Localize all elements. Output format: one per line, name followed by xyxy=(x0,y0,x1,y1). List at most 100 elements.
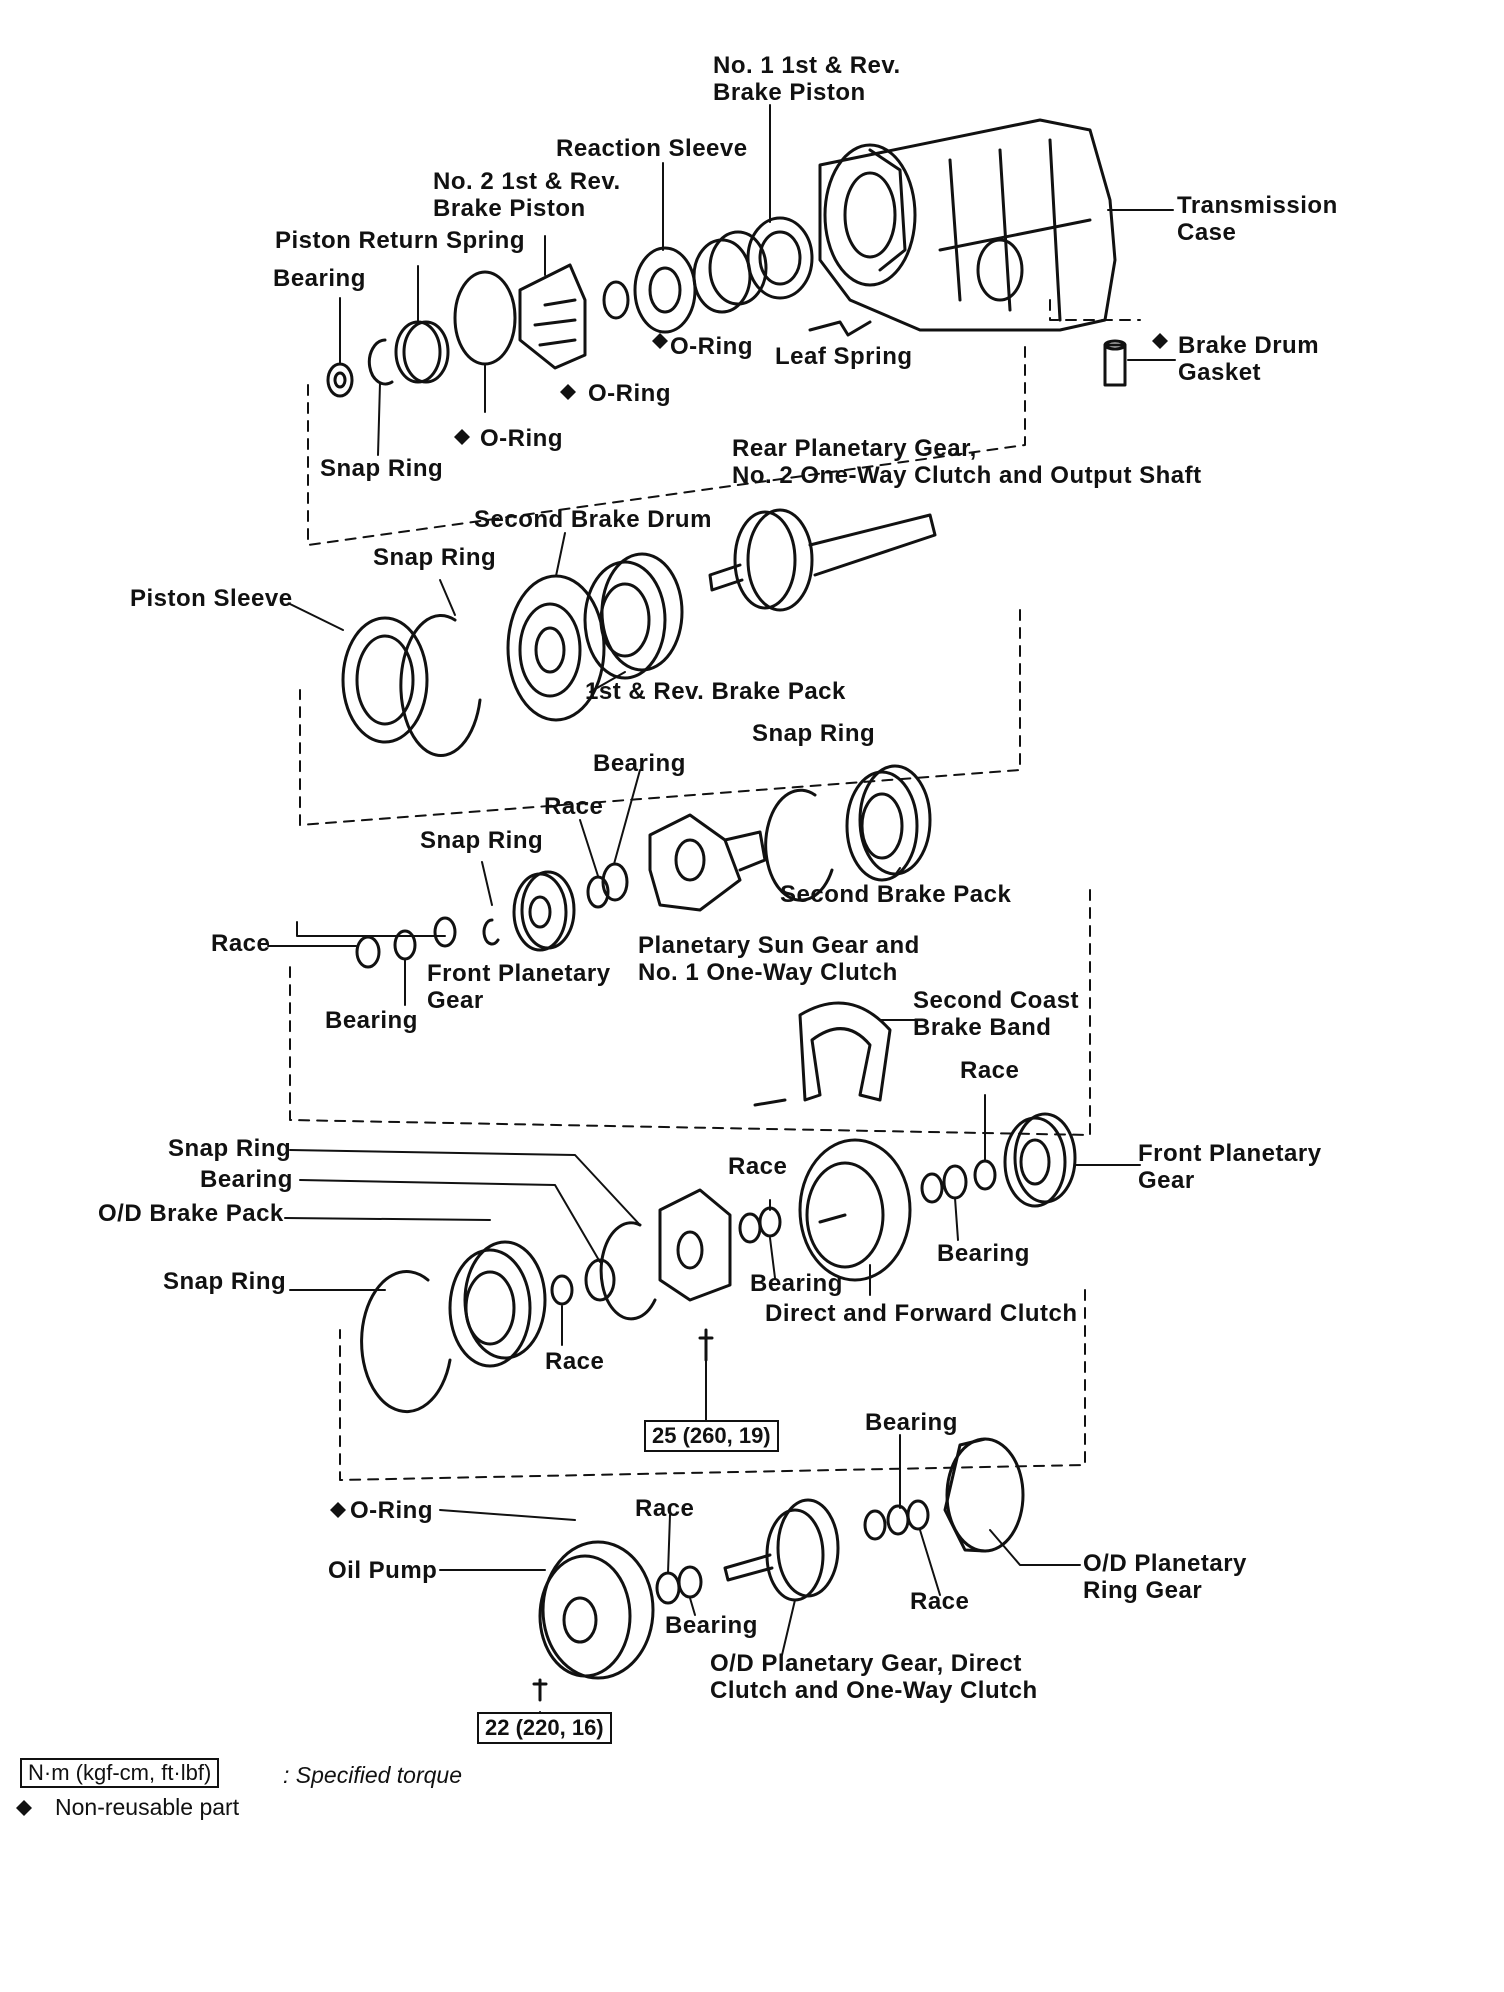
label-first-rev-brake-pack: 1st & Rev. Brake Pack xyxy=(585,678,846,705)
race-direct-part xyxy=(738,1212,762,1244)
label-bearing-od: Bearing xyxy=(200,1166,293,1193)
label-snap-ring-top: Snap Ring xyxy=(320,455,444,482)
label-no2-brake-piston: No. 2 1st & Rev. Brake Piston xyxy=(433,168,621,222)
label-race-pump: Race xyxy=(635,1495,695,1522)
race-ring2-part xyxy=(863,1509,887,1541)
race-ring-part xyxy=(906,1499,930,1531)
o-ring-small-part xyxy=(602,280,630,320)
label-no1-brake-piston: No. 1 1st & Rev. Brake Piston xyxy=(713,52,901,106)
reaction-sleeve-part xyxy=(633,246,697,334)
leaf-spring-part xyxy=(808,320,872,337)
o-ring-large-part xyxy=(453,270,517,366)
bearing-top-part xyxy=(326,362,354,398)
label-o-ring-reaction: O-Ring xyxy=(670,333,753,360)
oil-pump-part xyxy=(538,1540,655,1680)
torque-spec-2: 22 (220, 16) xyxy=(477,1712,612,1744)
label-transmission-case: Transmission Case xyxy=(1177,192,1338,246)
label-second-brake-drum: Second Brake Drum xyxy=(474,506,712,533)
label-snap-ring-front: Snap Ring xyxy=(420,827,544,854)
label-o-ring-mid: O-Ring xyxy=(588,380,671,407)
non-reusable-marker-legend xyxy=(16,1800,32,1816)
race-od-part xyxy=(550,1274,574,1306)
od-planetary-gear-part xyxy=(723,1498,840,1602)
legend-nonreusable: Non-reusable part xyxy=(55,1794,240,1820)
label-o-ring-left: O-Ring xyxy=(480,425,563,452)
non-reusable-marker-3 xyxy=(560,384,576,400)
label-race-ring: Race xyxy=(910,1588,970,1615)
bearing-left-part xyxy=(433,916,457,948)
label-rear-planetary: Rear Planetary Gear, No. 2 One-Way Clutc… xyxy=(732,435,1202,489)
label-od-brake-pack: O/D Brake Pack xyxy=(98,1200,284,1227)
od-ring-gear-part xyxy=(943,1437,1025,1553)
first-rev-brake-pack-part xyxy=(583,552,684,680)
label-od-planetary-gear: O/D Planetary Gear, Direct Clutch and On… xyxy=(710,1650,1038,1704)
label-od-ring-gear: O/D Planetary Ring Gear xyxy=(1083,1550,1247,1604)
non-reusable-marker-2 xyxy=(1152,333,1168,349)
bolt-1-part xyxy=(698,1328,714,1362)
bearing-od-part xyxy=(584,1258,616,1302)
label-snap-ring-second: Snap Ring xyxy=(752,720,876,747)
race-left-part xyxy=(355,935,381,969)
front-planetary-gear-2-part xyxy=(1003,1112,1077,1208)
label-snap-ring-od2: Snap Ring xyxy=(163,1268,287,1295)
label-brake-drum-gasket: Brake Drum Gasket xyxy=(1178,332,1320,386)
label-bearing-direct-right: Bearing xyxy=(937,1240,1030,1267)
label-piston-return-spring: Piston Return Spring xyxy=(275,227,525,254)
legend-torque-desc: : Specified torque xyxy=(283,1762,463,1788)
o-ring-pair-part xyxy=(692,230,768,314)
bearing-direct-right-part xyxy=(942,1164,968,1200)
race-sun-part xyxy=(586,875,610,909)
label-direct-forward-clutch: Direct and Forward Clutch xyxy=(765,1300,1078,1327)
label-bearing-top: Bearing xyxy=(273,265,366,292)
band-pin-part xyxy=(753,1098,787,1107)
label-piston-sleeve: Piston Sleeve xyxy=(130,585,293,612)
label-race-direct: Race xyxy=(728,1153,788,1180)
label-race-front: Race xyxy=(960,1057,1020,1084)
label-bearing-pump: Bearing xyxy=(865,1409,958,1436)
piston-return-spring-part xyxy=(394,320,450,384)
second-coast-brake-band-part xyxy=(798,1001,892,1102)
snap-ring-front-part xyxy=(482,918,500,946)
label-bearing-left: Bearing xyxy=(325,1007,418,1034)
label-front-planetary-gear-1: Front Planetary Gear xyxy=(427,960,611,1014)
race-front2-part xyxy=(920,1172,944,1204)
planetary-sun-gear-part xyxy=(648,813,767,912)
legend-torque-units: N·m (kgf-cm, ft·lbf) xyxy=(20,1758,220,1788)
bearing-pump2-part xyxy=(886,1504,910,1536)
bearing-pump-part xyxy=(677,1565,703,1599)
piston-sleeve-part xyxy=(341,616,429,744)
snap-ring-od-part xyxy=(599,1221,657,1321)
race-pump-part xyxy=(655,1571,681,1605)
non-reusable-marker-4 xyxy=(454,429,470,445)
label-second-coast-band: Second Coast Brake Band xyxy=(913,987,1080,1041)
label-race-sun: Race xyxy=(544,793,604,820)
no1-brake-piston-part xyxy=(746,216,814,300)
second-brake-pack-part xyxy=(845,764,932,882)
od-brake-pack-part xyxy=(448,1240,547,1368)
direct-forward-clutch-part xyxy=(798,1138,912,1282)
torque-spec-1: 25 (260, 19) xyxy=(644,1420,779,1452)
rear-planetary-output-shaft-part xyxy=(708,508,937,612)
label-planetary-sun-gear: Planetary Sun Gear and No. 1 One-Way Clu… xyxy=(638,932,920,986)
brake-drum-gasket-part xyxy=(1103,339,1127,387)
label-bearing-direct: Bearing xyxy=(750,1270,843,1297)
label-snap-ring-od: Snap Ring xyxy=(168,1135,292,1162)
non-reusable-marker-5 xyxy=(330,1502,346,1518)
transmission-case-part xyxy=(818,118,1117,332)
no2-brake-piston-part xyxy=(518,263,587,370)
race-front-part xyxy=(973,1159,997,1191)
label-front-planetary-gear-2: Front Planetary Gear xyxy=(1138,1140,1322,1194)
snap-ring-second-part xyxy=(764,788,834,902)
label-race-left: Race xyxy=(211,930,271,957)
label-second-brake-pack: Second Brake Pack xyxy=(780,881,1012,908)
label-oil-pump: Oil Pump xyxy=(328,1557,438,1584)
od-brake-drum-part xyxy=(658,1188,732,1302)
label-leaf-spring: Leaf Spring xyxy=(775,343,913,370)
snap-ring-drum-part xyxy=(399,614,482,757)
bolt-2-part xyxy=(532,1678,548,1702)
snap-ring-top-part xyxy=(367,338,394,386)
label-o-ring-pump: O-Ring xyxy=(350,1497,433,1524)
non-reusable-marker-1 xyxy=(652,333,668,349)
bearing-direct-part xyxy=(758,1206,782,1238)
